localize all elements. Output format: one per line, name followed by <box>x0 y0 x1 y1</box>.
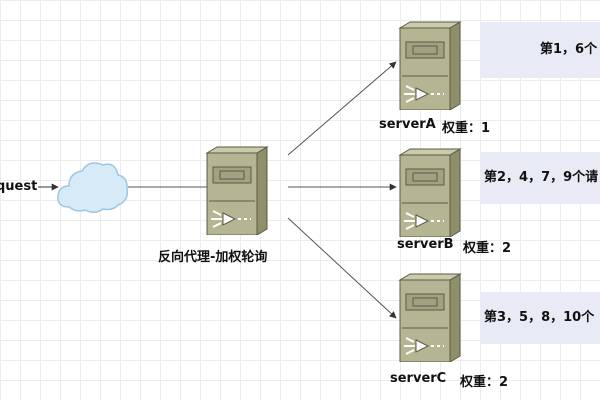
server-b-weight: 权重：2 <box>463 241 512 256</box>
arrow-to-server-a <box>287 61 397 156</box>
proxy-label: 反向代理-加权轮询 <box>158 250 268 265</box>
cloud-icon <box>57 162 129 213</box>
server-a-name: serverA <box>379 117 436 132</box>
server-a-icon <box>398 21 462 110</box>
server-c-name: serverC <box>390 371 447 386</box>
server-b-icon <box>398 148 462 237</box>
server-c-weight: 权重：2 <box>460 375 509 390</box>
arrow-to-server-c <box>287 217 397 319</box>
request-label: quest <box>0 179 38 194</box>
server-a-weight: 权重：1 <box>442 121 491 136</box>
server-c-note: 第3，5，8，10个 <box>480 292 600 344</box>
server-c-icon <box>398 273 462 362</box>
server-b-note: 第2，4，7，9个请 <box>480 152 600 204</box>
server-a-note: 第1，6个 <box>480 22 600 78</box>
server-b-name: serverB <box>397 237 454 252</box>
proxy-server-icon <box>205 146 269 235</box>
